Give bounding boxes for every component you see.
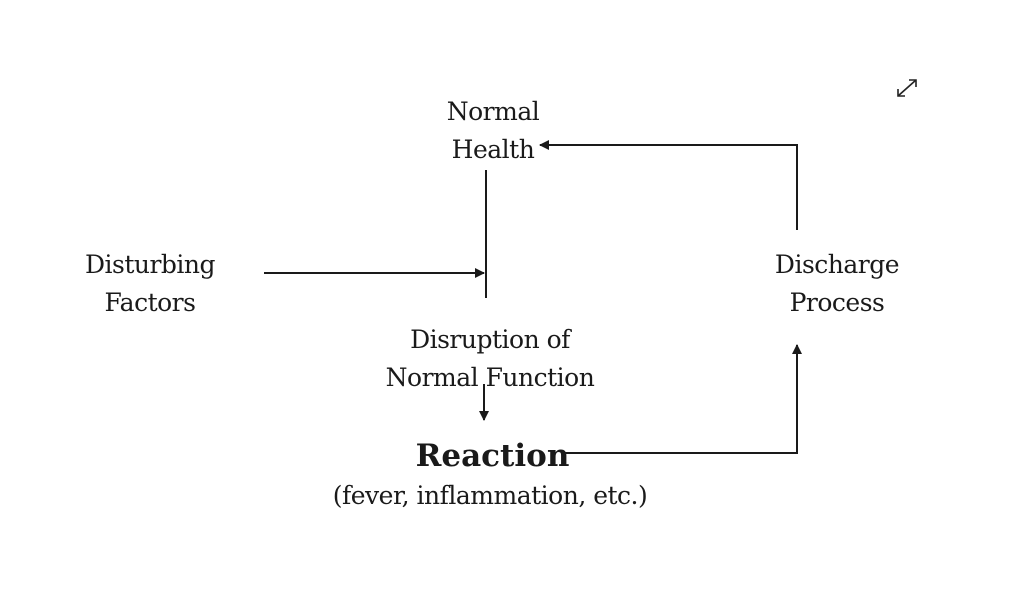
disturbing-factors-line2: Factors xyxy=(104,288,196,317)
discharge-process-node: Discharge Process xyxy=(752,246,922,322)
disruption-node: Disruption of Normal Function xyxy=(340,321,640,397)
disturbing-factors-node: Disturbing Factors xyxy=(60,246,240,322)
arrow-reaction-to-discharge xyxy=(562,344,802,454)
normal-health-line2: Health xyxy=(451,135,535,164)
reaction-subtitle: (fever, inflammation, etc.) xyxy=(332,481,648,510)
disturbing-factors-line1: Disturbing xyxy=(84,250,216,279)
expand-button[interactable] xyxy=(890,72,924,104)
disruption-line2: Normal Function xyxy=(385,363,595,392)
reaction-title: Reaction xyxy=(415,438,570,474)
discharge-process-line2: Process xyxy=(789,288,885,317)
arrow-discharge-to-health xyxy=(539,140,798,230)
discharge-process-line1: Discharge xyxy=(774,250,900,279)
normal-health-line1: Normal xyxy=(446,97,540,126)
disruption-line1: Disruption of xyxy=(410,325,570,354)
expand-icon xyxy=(897,79,917,97)
normal-health-node: Normal Health xyxy=(413,93,573,169)
